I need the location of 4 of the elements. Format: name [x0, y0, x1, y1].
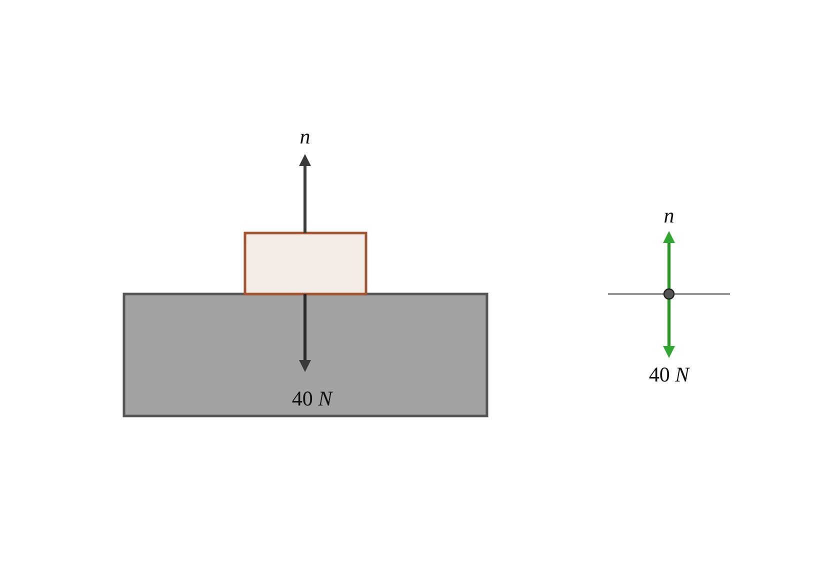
- force-label: 40 N: [292, 388, 332, 410]
- force-label: 40 N: [648, 364, 690, 386]
- force-label: n: [300, 126, 310, 148]
- force-label: n: [664, 206, 674, 226]
